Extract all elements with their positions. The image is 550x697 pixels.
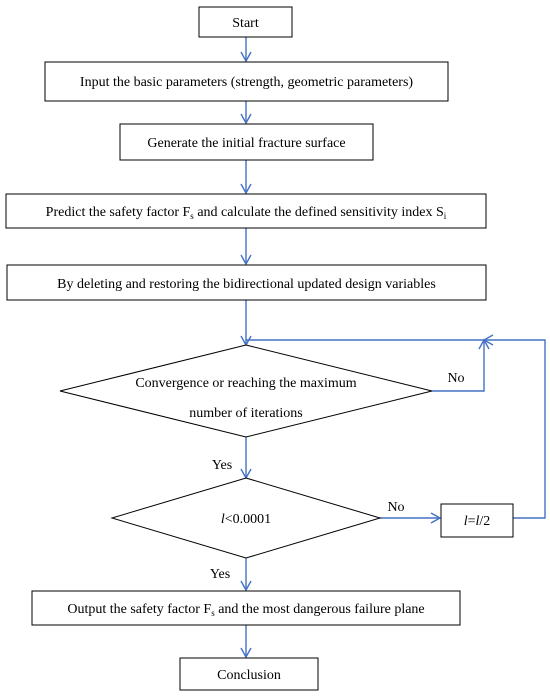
start-box [198,6,293,38]
threshold-rest: <0.0001 [225,512,271,527]
conclusion-box [179,657,319,691]
output-label-sub: s [211,608,215,618]
halve-var2: l [476,514,480,529]
shapes [5,6,514,691]
input-label: Input the basic parameters (strength, ge… [80,75,413,90]
predict-label: Predict the safety factor Fs and calcula… [46,205,447,221]
arrows [240,37,546,659]
delete-label: By deleting and restoring the bidirectio… [57,277,436,292]
generate-box [119,123,374,161]
edge-label-threshold-no: No [387,500,404,515]
threshold-var: l [221,512,225,527]
input-box [44,61,449,102]
predict-label-sub1: s [190,211,194,221]
output-label-part1: Output the safety factor F [67,602,211,617]
labels: Start Input the basic parameters (streng… [46,16,491,683]
predict-box [5,193,487,229]
halve-rest: /2 [479,514,490,529]
arrow-halve-to-loop [482,334,546,519]
predict-label-sub2: i [444,211,447,221]
predict-label-part1: Predict the safety factor F [46,205,191,220]
delete-box [6,264,487,301]
start-label: Start [232,16,259,31]
edge-label-convergence-no: No [447,371,464,386]
output-box [31,590,461,626]
threshold-label: l<0.0001 [221,512,271,527]
halve-box [440,503,514,538]
convergence-label-line2: number of iterations [189,406,303,421]
halve-label: l=l/2 [464,514,491,529]
edge-label-convergence-yes: Yes [212,458,232,473]
convergence-label-line1: Convergence or reaching the maximum [135,376,356,391]
output-label: Output the safety factor Fs and the most… [67,602,424,618]
arrow-no-loop-convergence [432,338,490,392]
halve-eq: = [468,514,476,529]
threshold-decision [110,477,382,559]
predict-label-part2: and calculate the defined sensitivity in… [194,205,444,220]
convergence-decision [59,344,433,438]
conclusion-label: Conclusion [217,668,281,683]
output-label-part2: and the most dangerous failure plane [215,602,425,617]
halve-var1: l [464,514,468,529]
edge-label-threshold-yes: Yes [210,567,230,582]
generate-label: Generate the initial fracture surface [147,136,345,151]
